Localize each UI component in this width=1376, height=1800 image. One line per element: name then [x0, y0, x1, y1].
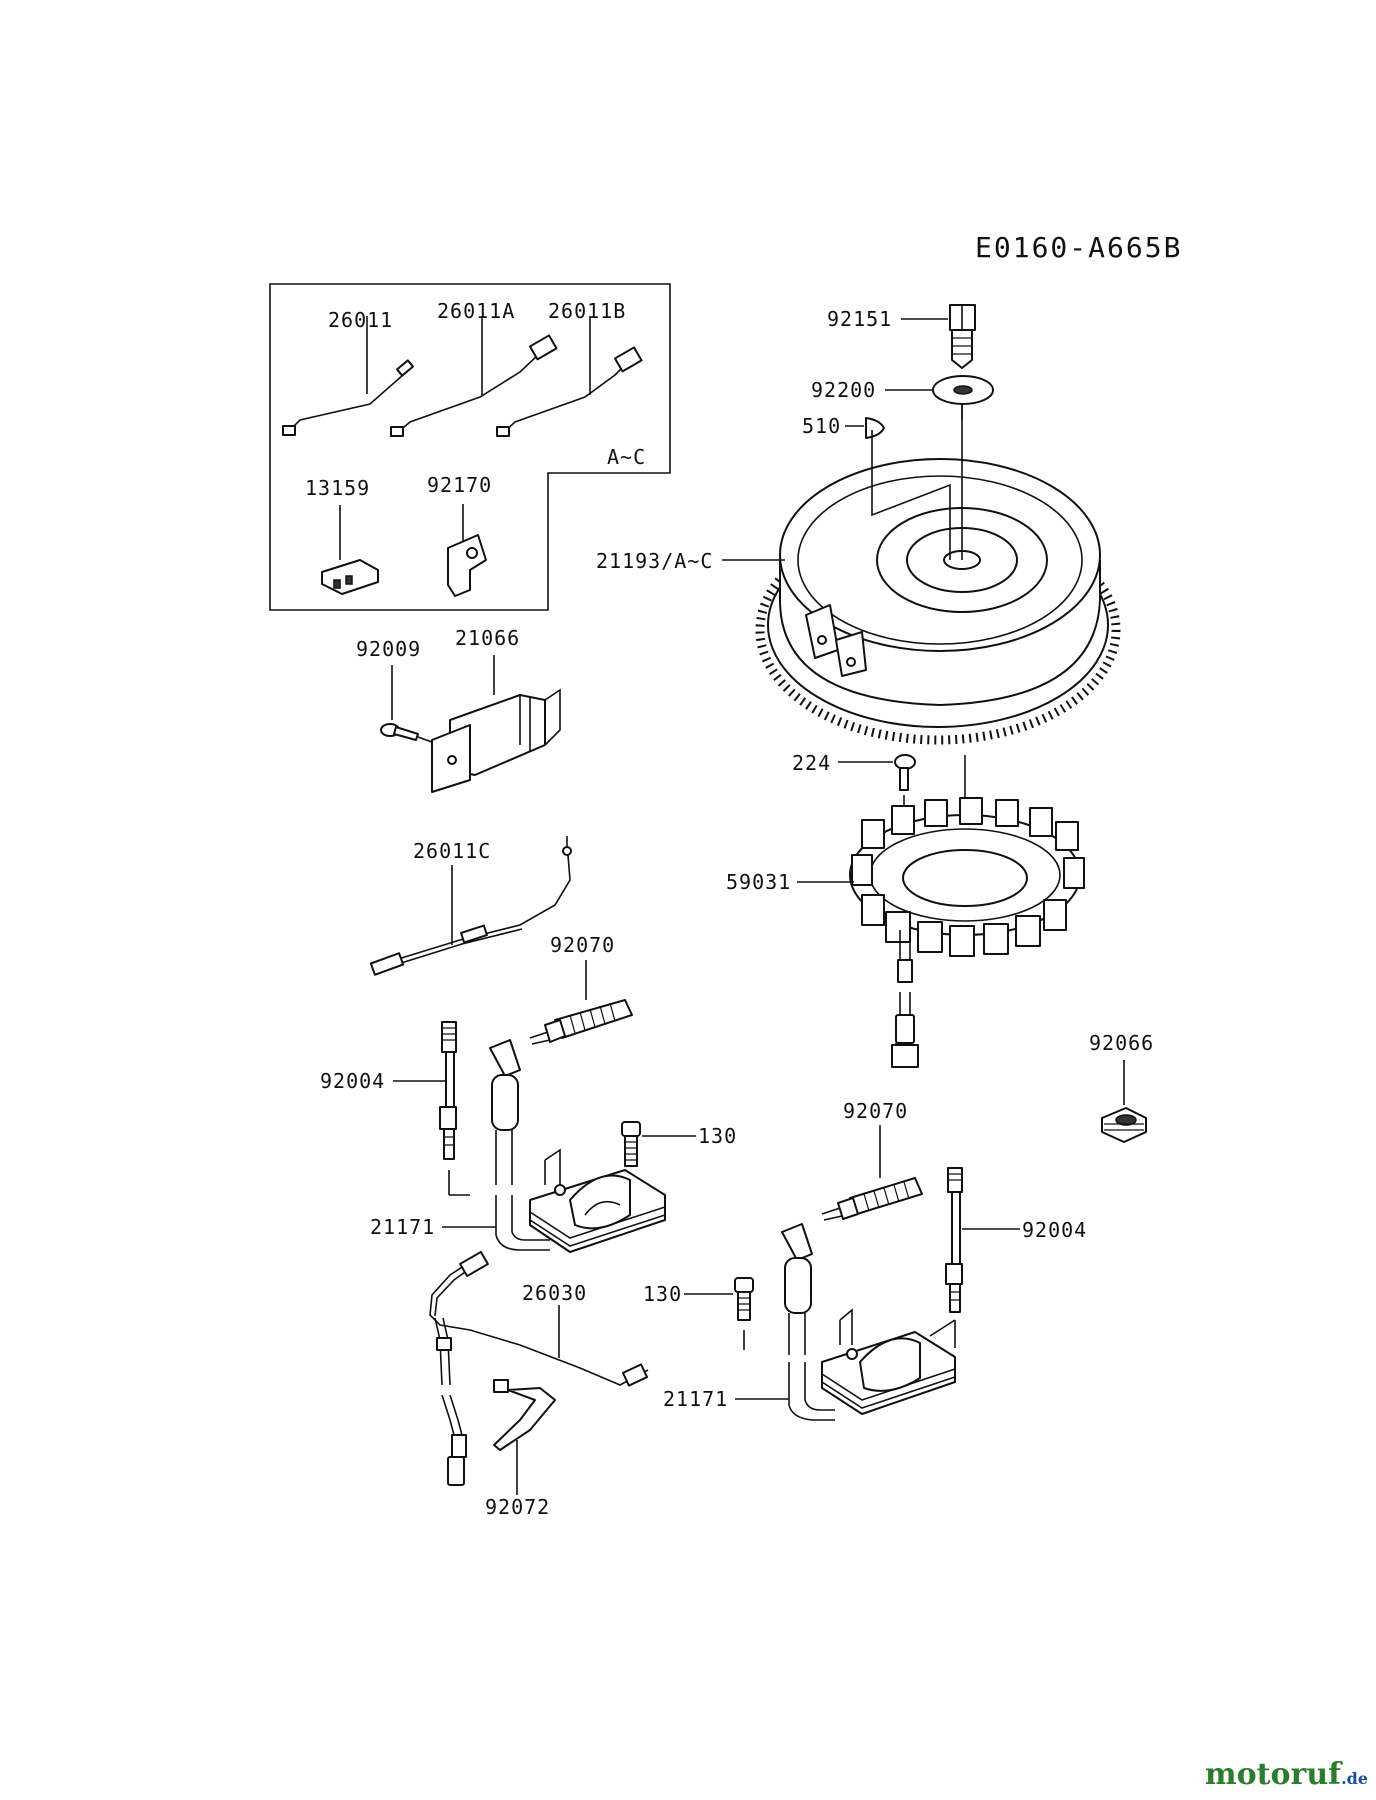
label-92151: 92151 [827, 307, 892, 331]
wire-harness-26011a [390, 316, 558, 437]
label-21066: 21066 [455, 626, 520, 650]
lead-wire-26011c [369, 836, 572, 976]
connector-13159 [321, 505, 379, 595]
watermark-brand: motoruf [1204, 1757, 1342, 1792]
label-92004-left: 92004 [320, 1069, 385, 1093]
label-224: 224 [792, 751, 831, 775]
stator-59031 [849, 755, 1085, 1068]
flywheel-21193 [755, 405, 1121, 745]
diagram-code: E0160-A665B [975, 231, 1182, 264]
label-92070-left: 92070 [550, 933, 615, 957]
plug-92066 [1101, 1060, 1147, 1143]
label-92072: 92072 [485, 1495, 550, 1519]
washer-92200 [932, 375, 994, 405]
label-130-left: 130 [698, 1124, 737, 1148]
wire-harness-26030 [429, 1250, 649, 1486]
label-510: 510 [802, 414, 841, 438]
key-510 [865, 417, 885, 439]
bolt-right-130 [734, 1277, 754, 1350]
stud-left-92004 [439, 1021, 470, 1196]
label-26011: 26011 [328, 308, 393, 332]
bolt-92151 [949, 304, 976, 420]
wire-harness-26011b [496, 316, 643, 437]
label-59031: 59031 [726, 870, 791, 894]
label-21171-right: 21171 [663, 1387, 728, 1411]
regulator-21066 [431, 655, 561, 793]
wire-harness-26011 [282, 316, 414, 436]
spark-plug-left-92070 [529, 960, 633, 1045]
label-21193: 21193/A~C [596, 549, 713, 573]
label-92009: 92009 [356, 637, 421, 661]
screw-92009 [380, 665, 441, 746]
cover-92072 [493, 1379, 556, 1495]
label-26030: 26030 [522, 1281, 587, 1305]
ignition-coil-right-21171 [781, 1223, 956, 1421]
label-kit-range: A~C [607, 445, 646, 469]
label-26011b: 26011B [548, 299, 626, 323]
label-26011c: 26011C [413, 839, 491, 863]
ignition-coil-left-21171 [489, 1039, 666, 1253]
label-130-right: 130 [643, 1282, 682, 1306]
label-92066: 92066 [1089, 1031, 1154, 1055]
spark-plug-right-92070 [821, 1125, 923, 1221]
label-92200: 92200 [811, 378, 876, 402]
label-92070-right: 92070 [843, 1099, 908, 1123]
kit-box [269, 283, 671, 611]
watermark-logo: motoruf.de [1205, 1757, 1368, 1792]
clamp-92170 [447, 504, 487, 597]
label-92004-right: 92004 [1022, 1218, 1087, 1242]
stud-right-92004 [929, 1167, 963, 1348]
label-92170: 92170 [427, 473, 492, 497]
watermark-tld: .de [1341, 1769, 1368, 1788]
label-21171-left: 21171 [370, 1215, 435, 1239]
label-26011a: 26011A [437, 299, 515, 323]
label-13159: 13159 [305, 476, 370, 500]
